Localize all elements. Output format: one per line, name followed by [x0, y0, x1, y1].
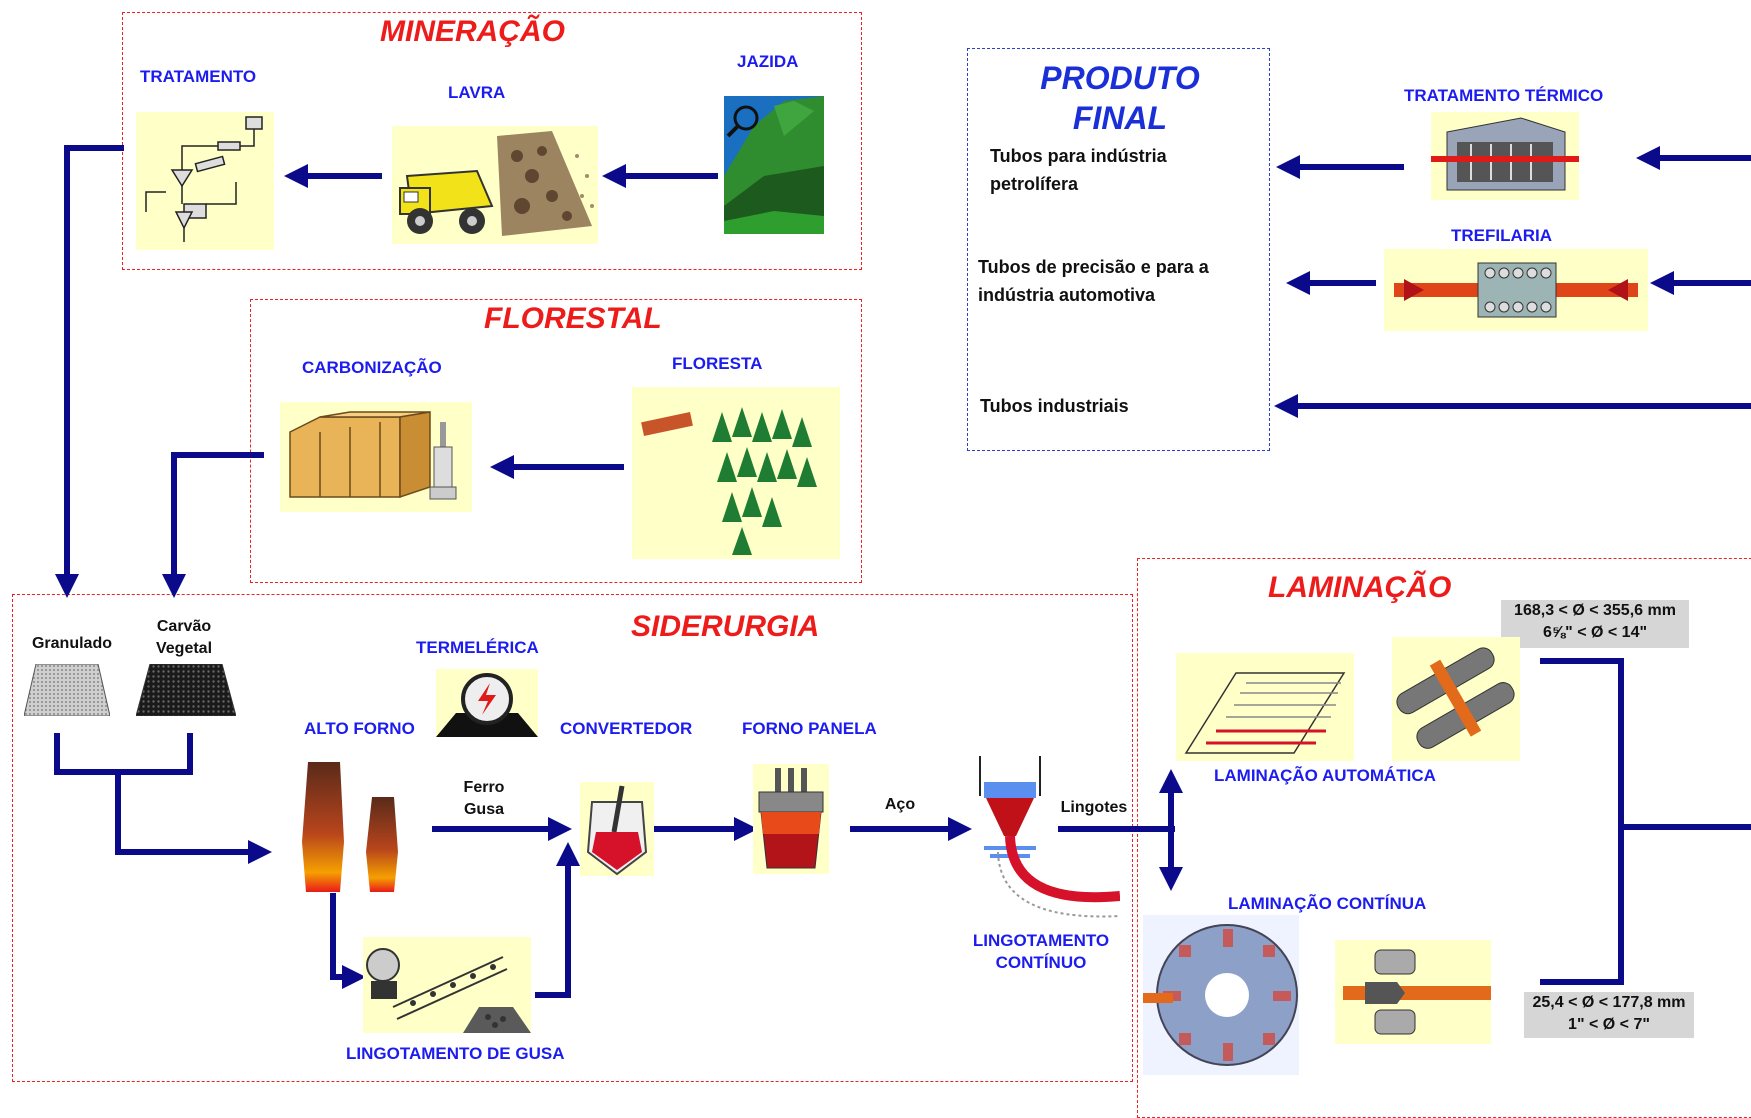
tratamento-termico-image: [1431, 112, 1579, 200]
heat-treatment-furnace-icon: [1431, 117, 1579, 191]
lingotamento-gusa-label: LINGOTAMENTO DE GUSA: [346, 1044, 565, 1063]
range-small-mm: 25,4 < Ø < 177,8 mm: [1532, 994, 1686, 1011]
produto-final-title: PRODUTO FINAL: [1040, 60, 1200, 136]
laminacao-continua-piercer-image: [1335, 940, 1491, 1044]
range-large-badge: 168,3 < Ø < 355,6 mm 6⅝" < Ø < 14": [1501, 600, 1689, 648]
lingotamento-gusa-image: [363, 937, 531, 1033]
laminacao-continua-label: LAMINAÇÃO CONTÍNUA: [1228, 894, 1427, 913]
lightning-generator-icon: [436, 673, 538, 737]
forno-panela-image: [753, 764, 829, 874]
converter-vessel-icon: [586, 785, 648, 876]
lingotes-label: Lingotes: [1060, 799, 1128, 816]
flowsheet-icon: [145, 116, 263, 242]
carvao-vegetal-label: Carvão Vegetal: [155, 618, 213, 657]
laminacao-automatica-rolls-image: [1392, 637, 1520, 761]
siderurgia-title: SIDERURGIA: [631, 610, 820, 643]
dump-truck-icon: [399, 131, 594, 236]
arrow-lingotamento-gusa-convertedor: [535, 842, 580, 998]
range-small-badge: 25,4 < Ø < 177,8 mm 1" < Ø < 7": [1524, 992, 1694, 1038]
tratamento-label: TRATAMENTO: [140, 67, 257, 86]
laminacao-automatica-bed-image: [1176, 653, 1354, 761]
carbonizacao-kilns-image: [280, 402, 472, 512]
termeletrica-image: [436, 669, 538, 737]
connector-carbonizacao-carvao: [162, 452, 264, 598]
forno-panela-label: FORNO PANELA: [742, 719, 877, 738]
piercer-icon: [1343, 949, 1491, 1035]
bracket-laminacao: [1540, 658, 1624, 985]
lavra-label: LAVRA: [448, 83, 506, 102]
kilns-icon: [289, 411, 457, 500]
lingotamento-continuo-icon: [979, 756, 1120, 918]
laminacao-title: LAMINAÇÃO: [1268, 571, 1452, 604]
carvao-pile-icon: [136, 664, 236, 716]
tubos-petroliferos-text: Tubos para indústria petrolífera: [990, 146, 1167, 194]
mountain-magnifier-icon: [724, 96, 824, 234]
trefilaria-label: TREFILARIA: [1451, 226, 1553, 245]
connector-tratamento-granulado: [55, 145, 124, 598]
connector-granulado-merge: [54, 733, 193, 775]
floresta-label: FLORESTA: [672, 354, 763, 373]
carbonizacao-label: CARBONIZAÇÃO: [302, 358, 442, 377]
tubos-precisao-text: Tubos de precisão e para a indústria aut…: [978, 257, 1209, 305]
tubos-industriais-text: Tubos industriais: [980, 396, 1129, 416]
mineracao-title: MINERAÇÃO: [380, 15, 565, 48]
siderurgia-section: [12, 594, 1133, 1082]
alto-forno-label: ALTO FORNO: [304, 719, 415, 738]
jazida-label: JAZIDA: [737, 52, 799, 71]
trefilaria-image: [1384, 249, 1648, 331]
convertedor-label: CONVERTEDOR: [560, 719, 693, 738]
laminacao-continua-mill-image: [1143, 915, 1299, 1075]
aco-label: Aço: [884, 796, 916, 813]
range-small-in: 1" < Ø < 7": [1568, 1016, 1650, 1033]
jazida-image: [724, 96, 824, 234]
ladle-furnace-icon: [758, 768, 824, 869]
arrow-merge-alto-forno: [115, 772, 272, 864]
produto-final-section: [967, 48, 1270, 451]
ferro-gusa-label: Ferro Gusa: [463, 779, 505, 818]
range-large-in: 6⅝" < Ø < 14": [1542, 624, 1648, 641]
laminacao-automatica-label: LAMINAÇÃO AUTOMÁTICA: [1214, 766, 1436, 785]
granulado-pile-icon: [24, 664, 110, 716]
wire-drawing-icon: [1394, 262, 1638, 318]
florestal-section: [250, 299, 862, 583]
lavra-truck-image: [392, 126, 598, 244]
floresta-image: [632, 387, 840, 559]
florestal-title: FLORESTAL: [484, 302, 662, 335]
mill-rolls-icon: [1396, 647, 1515, 749]
alto-forno-icon: [302, 762, 398, 892]
arrow-alto-forno-lingotamento-gusa: [330, 893, 366, 989]
mineracao-section: [122, 12, 862, 270]
tratamento-flowsheet-image: [136, 112, 274, 250]
range-large-mm: 168,3 < Ø < 355,6 mm: [1514, 602, 1676, 619]
termeletrica-label: TERMELÉRICA: [416, 638, 539, 657]
convertedor-image: [580, 782, 654, 876]
lingotamento-continuo-label: LINGOTAMENTO CONTÍNUO: [972, 931, 1110, 972]
pig-casting-machine-icon: [366, 948, 531, 1033]
granulado-label: Granulado: [31, 635, 112, 652]
forest-icon: [641, 407, 817, 555]
tratamento-termico-label: TRATAMENTO TÉRMICO: [1404, 86, 1604, 105]
cooling-bed-icon: [1184, 672, 1346, 754]
rotary-mill-icon: [1143, 924, 1298, 1066]
